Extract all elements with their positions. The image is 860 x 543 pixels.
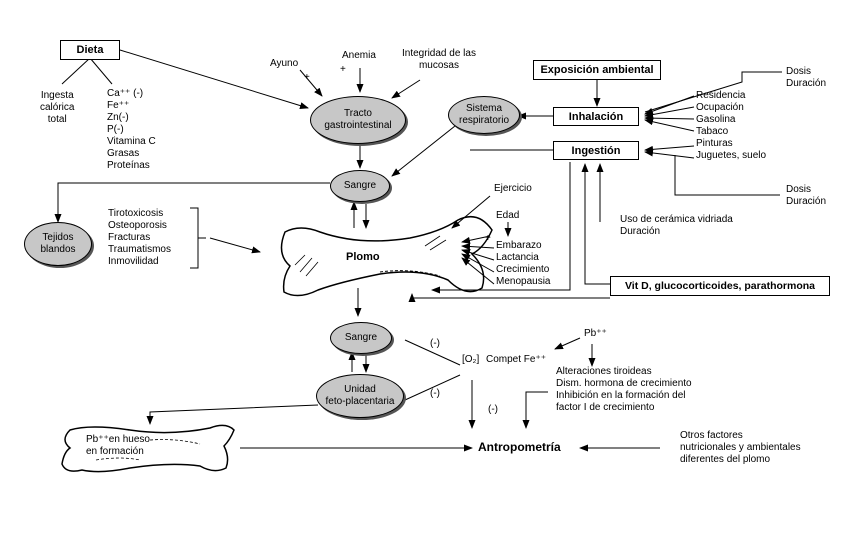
nutrient-item: Ca⁺⁺ (-) <box>107 88 144 99</box>
ingestion-box: Ingestión <box>553 141 639 160</box>
arrows <box>54 49 782 452</box>
vitd-box: Vit D, glucocorticoides, parathormona <box>610 276 830 296</box>
state-item: Crecimiento <box>496 264 550 275</box>
unidad-feto-placentaria-node: Unidad feto-placentaria <box>316 374 404 418</box>
condition-item: Fracturas <box>108 232 151 243</box>
bone-hatch <box>424 235 447 251</box>
dosis-duracion-bottom: Dosis Duración <box>786 184 827 207</box>
source-item: Juguetes, suelo <box>696 150 767 161</box>
anemia-label: Anemia <box>342 50 376 61</box>
o2-label: [O₂] <box>462 354 480 365</box>
hueso-formacion-label: Pb⁺⁺en hueso en formación <box>86 434 150 457</box>
ayuno-label: Ayuno <box>270 58 299 69</box>
nutrient-item: Fe⁺⁺ <box>107 100 130 111</box>
ceramica-label: Uso de cerámica vidriada Duración <box>620 214 733 237</box>
small-bone-mark <box>95 439 201 461</box>
nutrient-item: Grasas <box>107 148 140 159</box>
integridad-label: Integridad de las mucosas <box>402 48 476 71</box>
small-bone-shape <box>61 424 235 473</box>
source-item: Pinturas <box>696 138 733 149</box>
neg-sign-1: (-) <box>430 338 440 349</box>
pb-label: Pb⁺⁺ <box>584 328 607 339</box>
nutrient-item: Zn(-) <box>107 112 129 123</box>
source-item: Gasolina <box>696 114 736 125</box>
nutrient-item: Vitamina C <box>107 136 156 147</box>
ayuno-sign: + <box>304 72 310 83</box>
otros-factores-label: Otros factores nutricionales y ambiental… <box>680 430 801 465</box>
sistema-respiratorio-node: Sistema respiratorio <box>448 96 520 134</box>
plomo-label: Plomo <box>346 251 380 263</box>
condition-item: Inmovilidad <box>108 256 159 267</box>
anemia-sign: + <box>340 64 346 75</box>
state-item: Menopausia <box>496 276 551 287</box>
neg-sign-2: (-) <box>430 388 440 399</box>
condition-item: Traumatismos <box>108 244 171 255</box>
neg-sign-3: (-) <box>488 404 498 415</box>
tracto-gastrointestinal-node: Tracto gastrointestinal <box>310 96 406 144</box>
sangre-top-node: Sangre <box>330 170 390 202</box>
source-list: Residencia Ocupación Gasolina Tabaco Pin… <box>696 90 766 162</box>
exposicion-ambiental-box: Exposición ambiental <box>533 60 661 80</box>
source-item: Tabaco <box>696 126 729 137</box>
nutrient-list: Ca⁺⁺ (-) Fe⁺⁺ Zn(-) P(-) Vitamina C Gras… <box>107 88 156 172</box>
dosis-duracion-top: Dosis Duración <box>786 66 827 89</box>
tejidos-blandos-node: Tejidos blandos <box>24 222 92 266</box>
edad-sign: + <box>485 233 491 244</box>
bone-hatch <box>294 254 319 277</box>
ingesta-calorica-label: Ingesta calórica total <box>40 90 75 125</box>
bone-shape <box>280 215 493 297</box>
nutrient-item: P(-) <box>107 124 124 135</box>
state-list: Embarazo Lactancia Crecimiento Menopausi… <box>496 240 550 288</box>
sangre-bottom-node: Sangre <box>330 322 392 354</box>
source-item: Ocupación <box>696 102 744 113</box>
compet-fe-label: Compet Fe⁺⁺ <box>486 354 547 365</box>
alteraciones-label: Alteraciones tiroideas Dism. hormona de … <box>556 366 692 413</box>
bone-mark <box>379 270 441 277</box>
condition-list: Tirotoxicosis Osteoporosis Fracturas Tra… <box>108 208 171 268</box>
condition-item: Tirotoxicosis <box>108 208 164 219</box>
inhalacion-box: Inhalación <box>553 107 639 126</box>
condition-item: Osteoporosis <box>108 220 167 231</box>
state-item: Lactancia <box>496 252 539 263</box>
edad-label: Edad <box>496 210 520 221</box>
antropometria-label: Antropometría <box>478 440 561 454</box>
dieta-box: Dieta <box>60 40 120 60</box>
ejercicio-label: Ejercicio <box>494 183 532 194</box>
nutrient-item: Proteínas <box>107 160 150 171</box>
state-item: Embarazo <box>496 240 542 251</box>
source-item: Residencia <box>696 90 746 101</box>
